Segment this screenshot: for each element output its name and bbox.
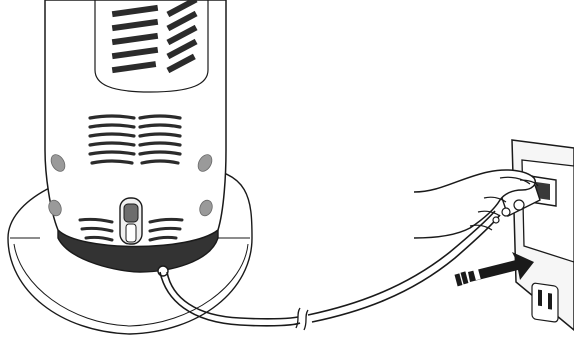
outlet-receptacle [532,283,558,323]
cord-grommet [158,266,168,276]
wall-outlet [512,140,574,330]
cord-slot [120,198,142,244]
tower-fan [45,0,226,276]
